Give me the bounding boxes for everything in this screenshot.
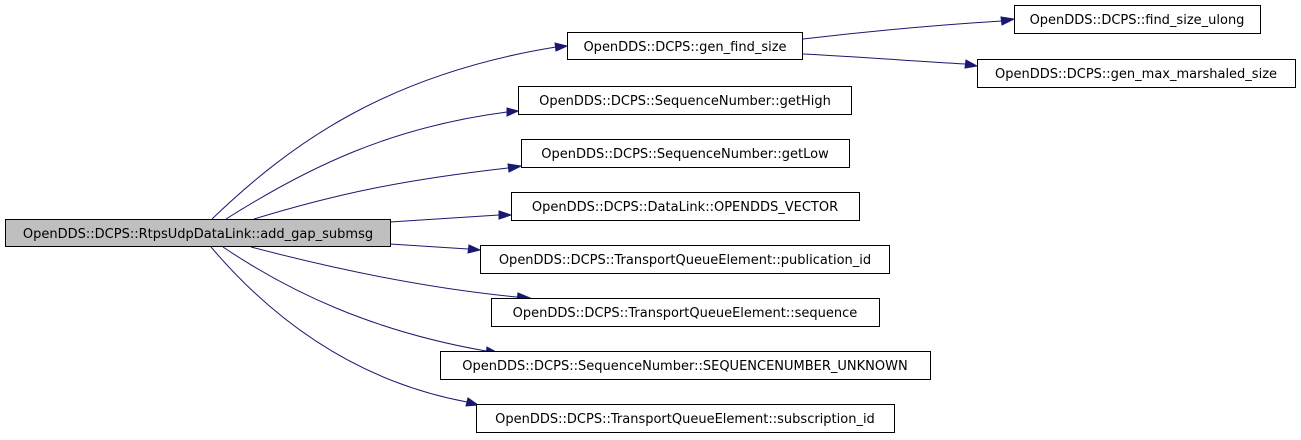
edge-gen-find-size-to-gen-max-marshaled-size — [802, 53, 967, 65]
node-label-subscription-id: OpenDDS::DCPS::TransportQueueElement::su… — [495, 412, 875, 427]
node-gen-max-marshaled-size[interactable]: OpenDDS::DCPS::gen_max_marshaled_size — [977, 59, 1296, 88]
nodes: OpenDDS::DCPS::RtpsUdpDataLink::add_gap_… — [5, 5, 1296, 433]
edge-add-gap-submsg-to-get-low — [253, 167, 509, 220]
node-box-add-gap-submsg — [5, 219, 391, 247]
node-label-add-gap-submsg: OpenDDS::DCPS::RtpsUdpDataLink::add_gap_… — [23, 227, 373, 242]
node-box-opendds-vector — [511, 192, 860, 221]
node-box-gen-max-marshaled-size — [977, 59, 1296, 88]
edge-add-gap-submsg-to-sequencenumber-unknown — [222, 246, 487, 352]
node-get-high[interactable]: OpenDDS::DCPS::SequenceNumber::getHigh — [518, 86, 852, 115]
arrowhead-gen-find-size — [554, 42, 569, 52]
node-label-sequencenumber-unknown: OpenDDS::DCPS::SequenceNumber::SEQUENCEN… — [462, 359, 907, 374]
node-opendds-vector[interactable]: OpenDDS::DCPS::DataLink::OPENDDS_VECTOR — [511, 192, 860, 221]
arrowhead-subscription-id — [465, 397, 480, 407]
node-box-subscription-id — [476, 404, 895, 433]
node-label-gen-find-size: OpenDDS::DCPS::gen_find_size — [583, 40, 786, 55]
node-box-gen-find-size — [567, 32, 803, 60]
node-add-gap-submsg[interactable]: OpenDDS::DCPS::RtpsUdpDataLink::add_gap_… — [5, 219, 391, 247]
node-subscription-id[interactable]: OpenDDS::DCPS::TransportQueueElement::su… — [476, 404, 895, 433]
node-box-get-high — [518, 86, 852, 115]
node-label-get-low: OpenDDS::DCPS::SequenceNumber::getLow — [541, 147, 829, 162]
node-label-get-high: OpenDDS::DCPS::SequenceNumber::getHigh — [539, 94, 831, 109]
arrowhead-get-low — [507, 163, 523, 173]
edge-add-gap-submsg-to-sequence — [250, 246, 518, 298]
edge-add-gap-submsg-to-get-high — [225, 111, 508, 220]
edge-add-gap-submsg-to-opendds-vector — [389, 214, 500, 223]
arrowhead-opendds-vector — [498, 210, 513, 220]
arrowhead-publication-id — [467, 244, 482, 254]
node-box-get-low — [521, 139, 850, 168]
node-get-low[interactable]: OpenDDS::DCPS::SequenceNumber::getLow — [521, 139, 850, 168]
node-box-sequencenumber-unknown — [440, 351, 931, 380]
edge-add-gap-submsg-to-publication-id — [389, 243, 469, 250]
edge-add-gap-submsg-to-gen-find-size — [211, 46, 557, 220]
node-sequence[interactable]: OpenDDS::DCPS::TransportQueueElement::se… — [491, 298, 880, 327]
edge-gen-find-size-to-find-size-ulong — [802, 20, 1003, 40]
node-sequencenumber-unknown[interactable]: OpenDDS::DCPS::SequenceNumber::SEQUENCEN… — [440, 351, 931, 380]
node-gen-find-size[interactable]: OpenDDS::DCPS::gen_find_size — [567, 32, 803, 60]
node-label-gen-max-marshaled-size: OpenDDS::DCPS::gen_max_marshaled_size — [995, 67, 1277, 82]
node-label-publication-id: OpenDDS::DCPS::TransportQueueElement::pu… — [499, 253, 871, 268]
node-label-find-size-ulong: OpenDDS::DCPS::find_size_ulong — [1030, 13, 1245, 28]
arrowhead-get-high — [506, 107, 520, 117]
node-label-sequence: OpenDDS::DCPS::TransportQueueElement::se… — [513, 306, 858, 321]
arrowhead-find-size-ulong — [1000, 16, 1016, 26]
node-box-find-size-ulong — [1014, 5, 1261, 34]
node-label-opendds-vector: OpenDDS::DCPS::DataLink::OPENDDS_VECTOR — [532, 200, 838, 215]
edge-add-gap-submsg-to-subscription-id — [210, 246, 468, 403]
node-box-sequence — [491, 298, 880, 327]
arrowhead-gen-max-marshaled-size — [964, 59, 979, 69]
node-find-size-ulong[interactable]: OpenDDS::DCPS::find_size_ulong — [1014, 5, 1261, 34]
node-publication-id[interactable]: OpenDDS::DCPS::TransportQueueElement::pu… — [480, 245, 890, 274]
node-box-publication-id — [480, 245, 890, 274]
edges — [210, 16, 1016, 407]
